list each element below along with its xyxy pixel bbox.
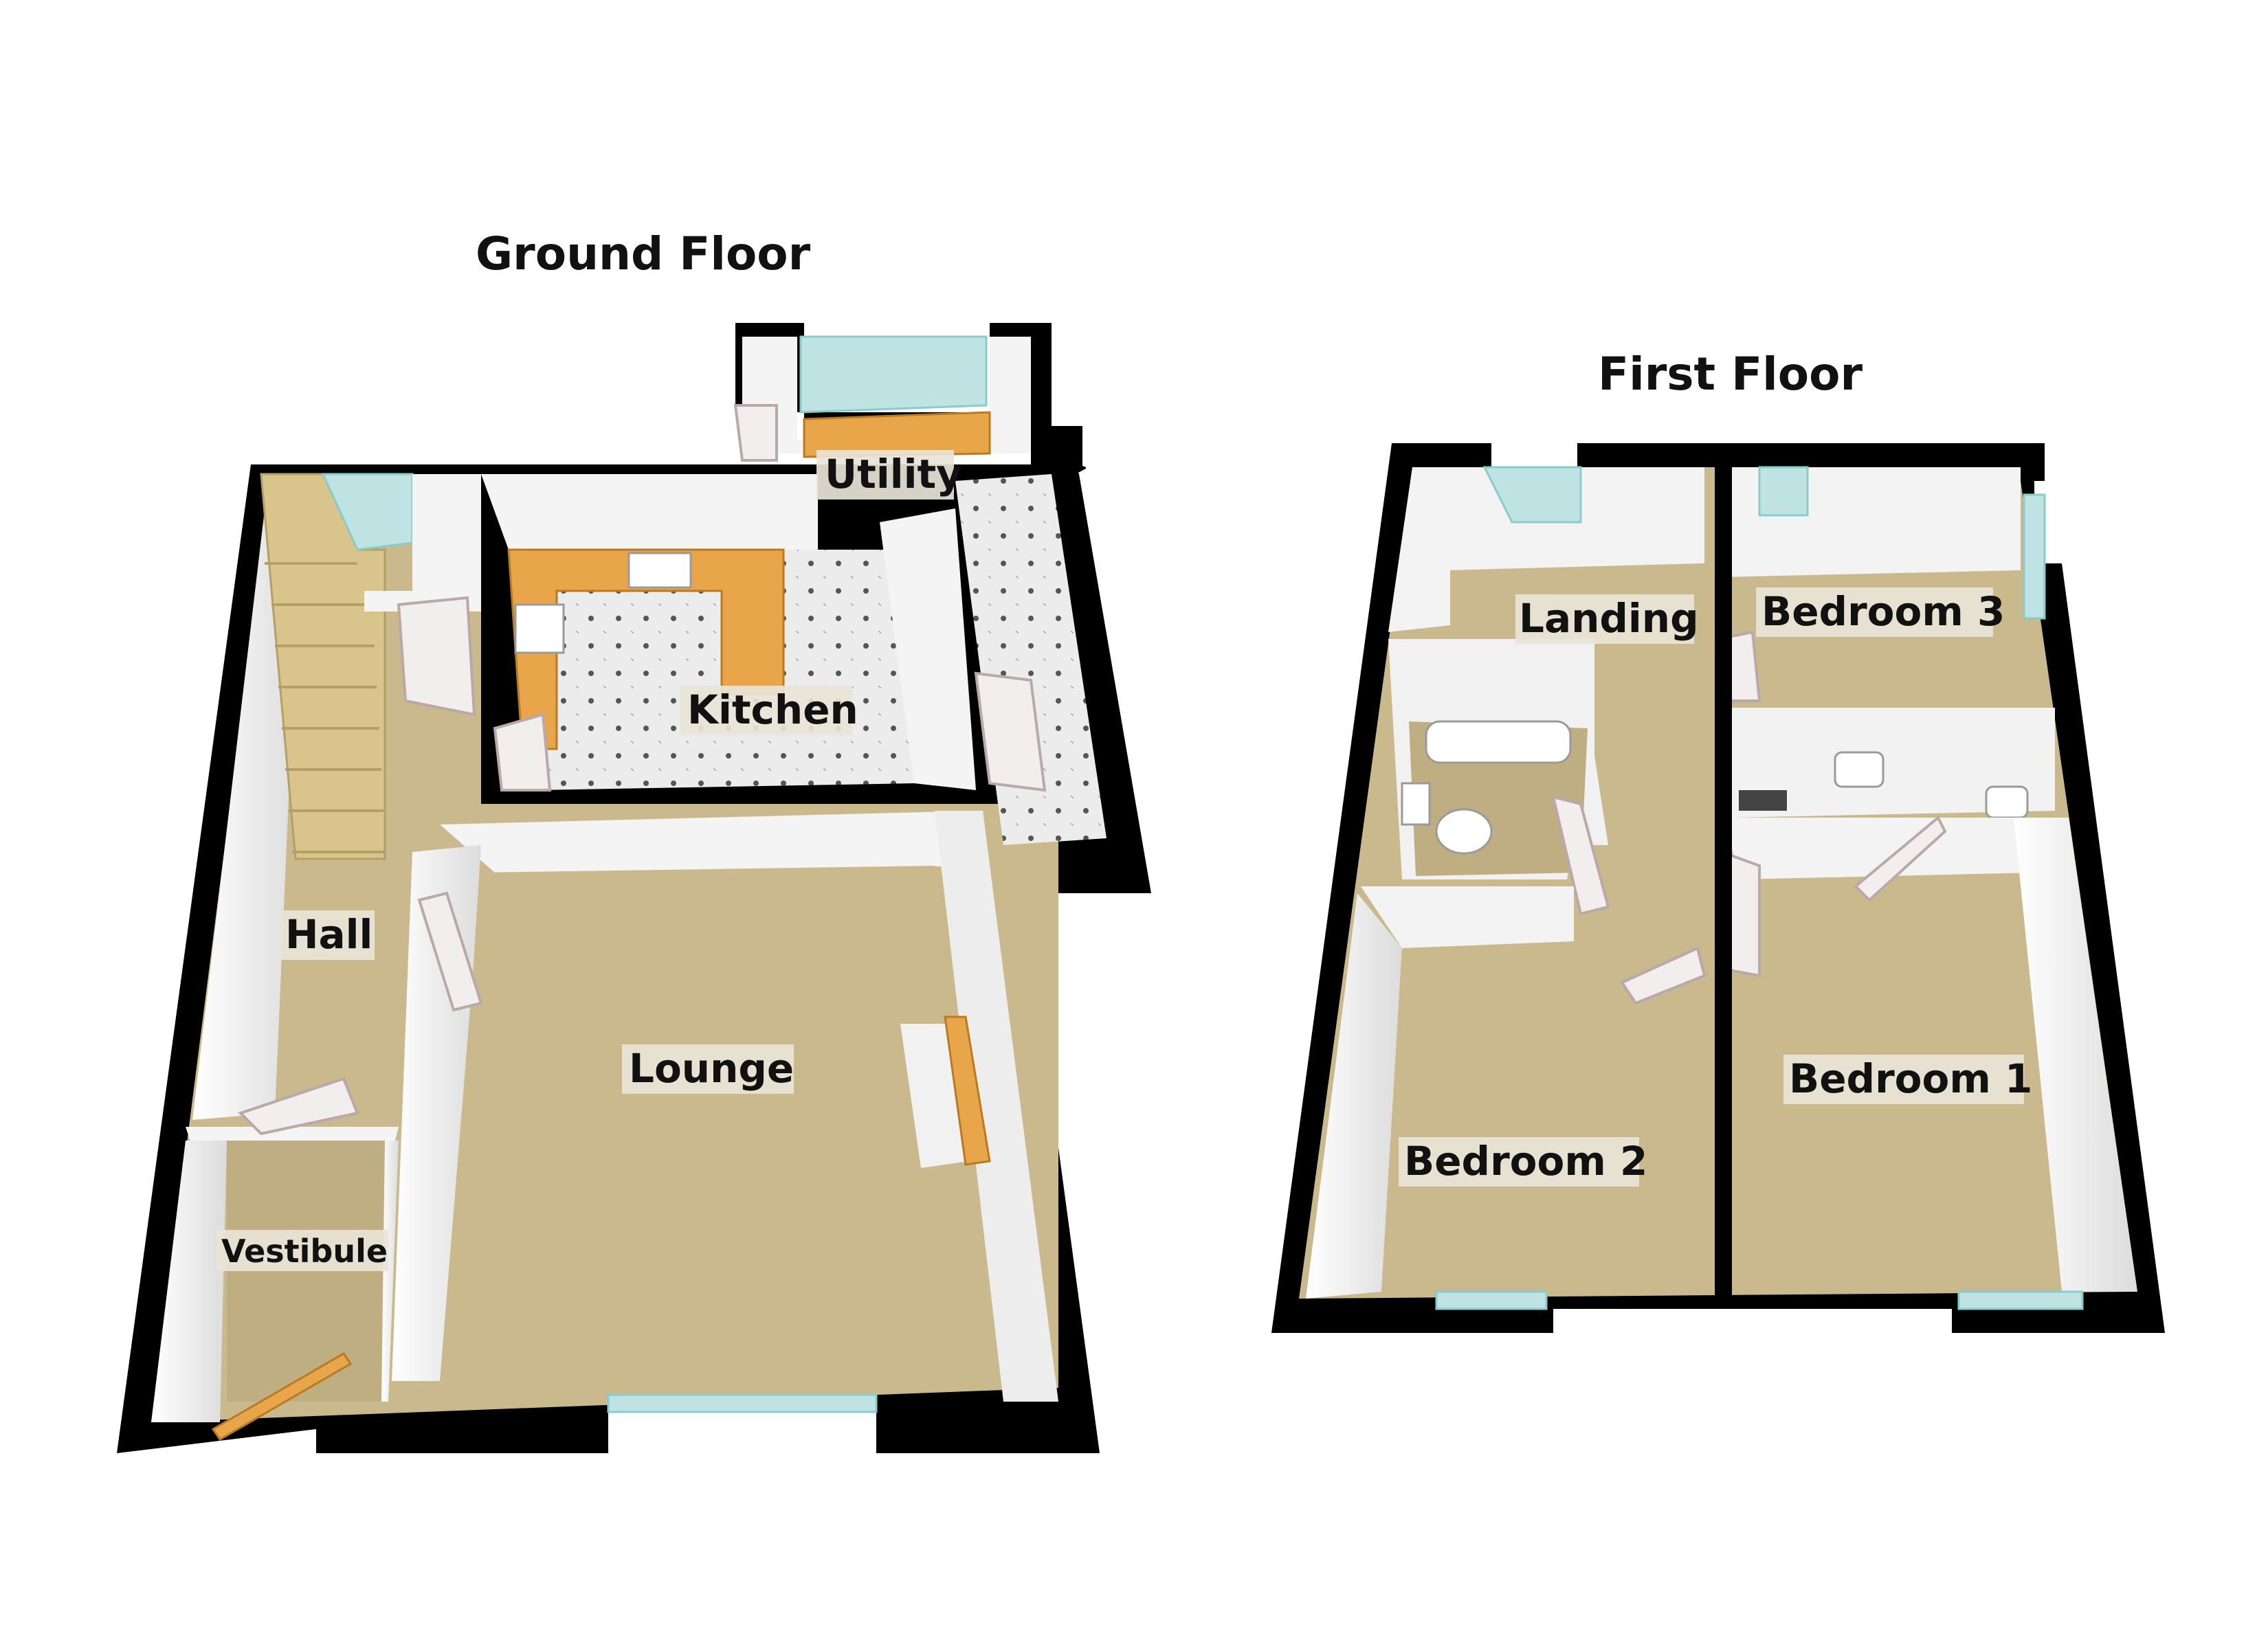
sink-icon: [627, 552, 692, 589]
room-label-kitchen: Kitchen: [687, 686, 858, 733]
utility-door[interactable]: [733, 404, 778, 462]
room-label-landing: Landing: [1519, 595, 1699, 642]
kitchen-door[interactable]: [493, 713, 552, 792]
landing-window: [1482, 466, 1582, 524]
ensuite-walls: [1725, 708, 2055, 818]
fireplace-mantel: [944, 1016, 991, 1166]
room-label-bedroom2: Bedroom 2: [1404, 1138, 1647, 1185]
hall-left-wall: [192, 481, 302, 1120]
ground-floor-title: Ground Floor: [476, 227, 811, 280]
bedroom-divider-wall: [1715, 467, 1732, 1305]
kitchen-back-wall: [481, 474, 818, 550]
bath-icon: [1425, 720, 1572, 764]
room-label-utility: Utility: [825, 451, 962, 497]
lounge-back-wall: [440, 811, 983, 873]
utility-back-door[interactable]: [974, 671, 1047, 792]
room-label-hall: Hall: [285, 911, 373, 958]
bedroom1-right-wall: [2014, 818, 2137, 1292]
lounge-door[interactable]: [417, 891, 483, 1012]
hall-cupboard-door[interactable]: [397, 596, 476, 717]
room-label-bedroom3: Bedroom 3: [1761, 588, 2005, 635]
utility-window: [799, 335, 988, 414]
lounge-floor: [440, 866, 997, 1381]
room-label-lounge: Lounge: [629, 1045, 794, 1092]
staircase: [260, 473, 386, 860]
toilet-icon: [1435, 808, 1493, 855]
room-label-vestibule: Vestibule: [221, 1233, 388, 1270]
first-floor-title: First Floor: [1598, 348, 1863, 401]
bedroom1-window: [1957, 1290, 2084, 1310]
bedroom1-door[interactable]: [1854, 815, 1947, 902]
bedroom2-back-wall: [1361, 886, 1574, 948]
kitchen-right-wall: [880, 508, 976, 790]
bedroom2-left-wall: [1306, 893, 1402, 1299]
vestibule-left-wall: [151, 1141, 227, 1422]
landing-back-wall: [1388, 467, 1704, 632]
lounge-window: [607, 1393, 878, 1413]
bedroom1-back-wall: [1725, 818, 2034, 879]
ensuite-toilet-icon: [1985, 785, 2029, 819]
washbasin-icon: [1834, 751, 1885, 788]
room-label-bedroom1: Bedroom 1: [1789, 1055, 2032, 1102]
first-floor: First Floor Landing Bedroom 3 Bedroom 1 …: [1271, 348, 2165, 1333]
front-door[interactable]: [211, 1351, 353, 1442]
bedroom3-window: [1758, 466, 1809, 517]
utility-counter: [803, 411, 991, 458]
bedroom2-door[interactable]: [1620, 946, 1706, 1005]
bathroom-door[interactable]: [1551, 795, 1610, 916]
ground-floor: Ground Floor Utility Kitchen Hall Lounge…: [117, 227, 1512, 1453]
hall-inner-wall: [364, 474, 481, 612]
vestibule-inner-door[interactable]: [238, 1077, 359, 1136]
vestibule-right-wall: [381, 1141, 399, 1402]
bedroom3-side-window: [2023, 493, 2046, 620]
bedroom2-floor: [1381, 941, 1711, 1292]
bedroom2-window: [1435, 1290, 1548, 1310]
hob-icon: [514, 603, 565, 654]
lounge-right-wall: [935, 811, 1058, 1402]
